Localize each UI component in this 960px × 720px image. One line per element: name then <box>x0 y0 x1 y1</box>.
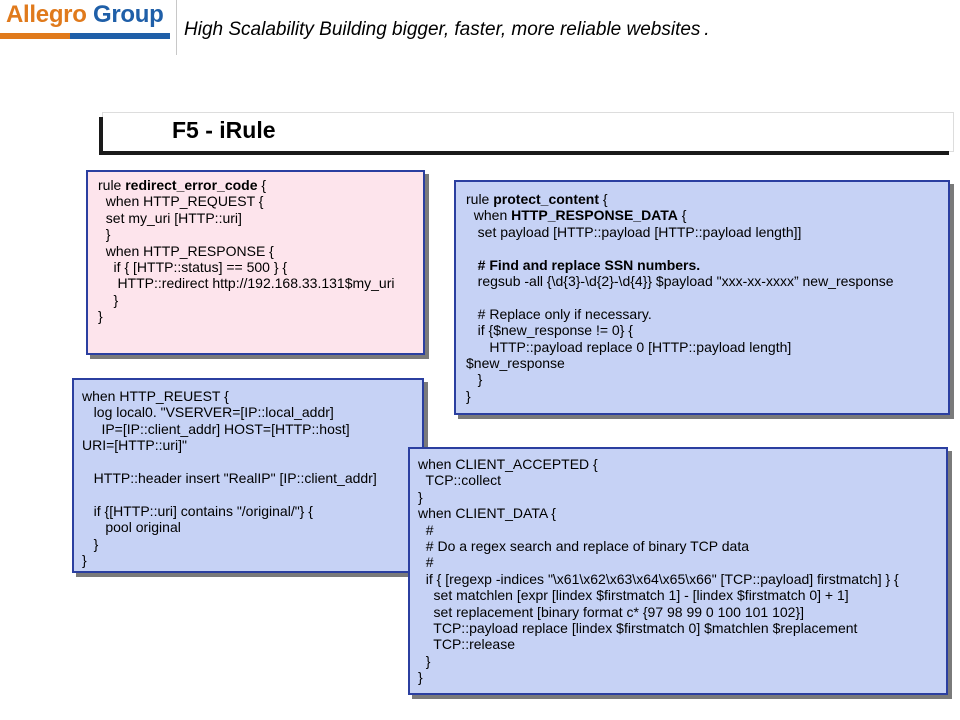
code-line: pool original <box>82 519 181 536</box>
code-line <box>82 486 422 502</box>
code-line: IP=[IP::client_addr] HOST=[HTTP::host] <box>82 420 350 437</box>
logo-part-allegro: Allegro <box>6 1 87 28</box>
code-line: TCP::collect <box>418 472 501 489</box>
code-line: set payload [HTTP::payload [HTTP::payloa… <box>466 223 802 240</box>
code-line: } <box>466 387 471 404</box>
title-banner <box>103 113 953 151</box>
code-line: log local0. "VSERVER=[IP::local_addr] <box>82 404 334 421</box>
code-line: # Replace only if necessary. <box>466 305 652 322</box>
code-line: rule protect_content { <box>466 191 608 207</box>
code-line: set matchlen [expr [lindex $firstmatch 1… <box>418 587 849 604</box>
code-line: HTTP::redirect http://192.168.33.131$my_… <box>98 275 395 292</box>
code-keyword: redirect_error_code <box>125 177 258 193</box>
code-line: TCP::payload replace [lindex $firstmatch… <box>418 620 858 637</box>
code-line: } <box>98 291 119 308</box>
header-divider <box>176 0 177 55</box>
code-line: HTTP::header insert "RealIP" [IP::client… <box>82 470 377 487</box>
code-line: when CLIENT_ACCEPTED { <box>418 456 598 472</box>
header-tagline: High Scalability Building bigger, faster… <box>184 19 710 40</box>
code-line: if {[HTTP::uri] contains "/original/"} { <box>82 502 313 519</box>
code-box-client-data: when CLIENT_ACCEPTED { TCP::collect } wh… <box>408 447 948 695</box>
code-keyword: HTTP_RESPONSE_DATA <box>511 207 678 224</box>
logo-part-group: Group <box>86 1 164 28</box>
code-line: # <box>418 554 434 571</box>
allegro-group-logo: Allegro Group <box>6 1 164 29</box>
code-box-http-request: when HTTP_REUEST { log local0. "VSERVER=… <box>72 378 424 573</box>
logo-underline-blue <box>70 33 170 39</box>
code-line: when HTTP_RESPONSE_DATA { <box>466 207 687 224</box>
code-line: set replacement [binary format c* {97 98… <box>418 603 805 620</box>
code-line <box>466 240 948 256</box>
code-line: $new_response <box>466 355 565 372</box>
code-line: set my_uri [HTTP::uri] <box>98 209 242 226</box>
code-line: when CLIENT_DATA { <box>418 505 556 522</box>
code-line: } <box>418 488 423 505</box>
code-line: regsub -all {\d{3}-\d{2}-\d{4}} $payload… <box>466 273 894 290</box>
code-line: when HTTP_RESPONSE { <box>98 242 274 259</box>
code-line: # Do a regex search and replace of binar… <box>418 538 750 555</box>
code-line: } <box>98 308 103 325</box>
code-box-protect-content: rule protect_content { when HTTP_RESPONS… <box>454 180 950 415</box>
code-line: when HTTP_REUEST { <box>82 388 229 404</box>
code-line: rule redirect_error_code { <box>98 177 267 193</box>
code-line: } <box>418 669 423 686</box>
code-box-redirect-error: rule redirect_error_code { when HTTP_REQ… <box>86 170 425 355</box>
code-line: if {$new_response != 0} { <box>466 322 633 339</box>
code-line: } <box>466 371 483 388</box>
code-line: if { [HTTP::status] == 500 } { <box>98 259 288 276</box>
slide-title: F5 - iRule <box>172 117 276 143</box>
code-line: # <box>418 521 434 538</box>
code-line: # Find and replace SSN numbers. <box>466 256 701 273</box>
code-line: TCP::release <box>418 636 516 653</box>
code-line: } <box>98 226 111 243</box>
code-line: URI=[HTTP::uri]" <box>82 437 187 454</box>
code-line: when HTTP_REQUEST { <box>98 193 264 210</box>
code-line: } <box>82 552 87 569</box>
code-line <box>82 454 422 470</box>
code-line <box>466 289 948 305</box>
code-line: } <box>82 535 99 552</box>
code-keyword: protect_content <box>493 191 600 207</box>
code-line: HTTP::payload replace 0 [HTTP::payload l… <box>466 338 792 355</box>
code-line: } <box>418 652 431 669</box>
code-line: if { [regexp -indices "\x61\x62\x63\x64\… <box>418 570 899 587</box>
